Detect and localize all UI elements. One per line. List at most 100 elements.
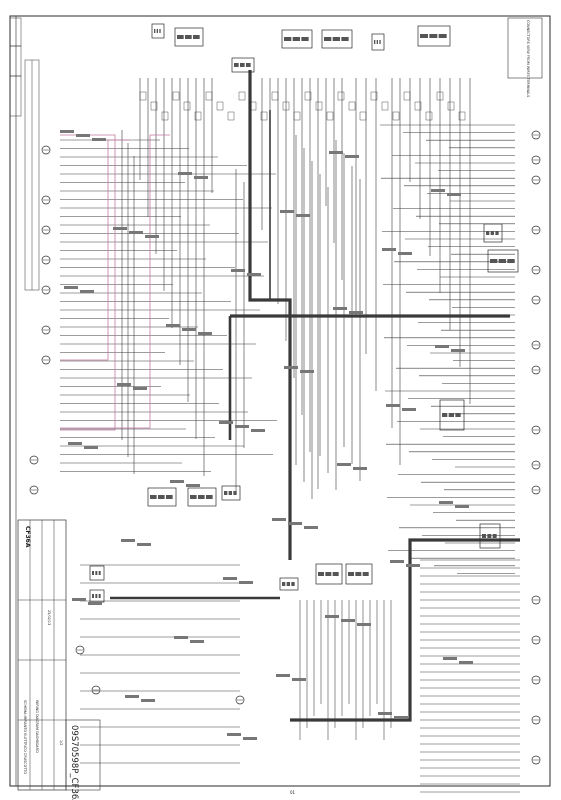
wire-label-mark (80, 290, 94, 293)
connector-pin (490, 259, 498, 263)
wire-label-mark (190, 640, 204, 643)
lamp-icon (531, 485, 541, 495)
connector (151, 23, 165, 39)
connector-pin (156, 29, 158, 33)
inline-connector (249, 101, 257, 111)
oil-icon (75, 645, 85, 655)
inline-connector (458, 111, 466, 121)
connector-pin (190, 495, 197, 499)
connector-pin (228, 491, 232, 495)
wire-label-mark (382, 248, 396, 251)
connector-pin (185, 35, 192, 39)
fuel-icon (531, 265, 541, 275)
wire-label-mark (451, 349, 465, 352)
wire-label-mark (137, 543, 151, 546)
connector-pin (486, 231, 490, 235)
connector-pin (177, 35, 184, 39)
connector-pin (233, 491, 237, 495)
connector-pin (158, 495, 165, 499)
connector-pin (98, 571, 101, 575)
signal-wires (60, 78, 520, 793)
inline-connector (326, 111, 334, 121)
inline-connector (282, 101, 290, 111)
connector-pin (154, 29, 156, 33)
wire-label-mark (357, 623, 371, 626)
title-model-code: CF36A (24, 526, 31, 548)
lamp-icon (531, 130, 541, 140)
connector (371, 33, 385, 51)
ground-bus-lines (110, 70, 520, 722)
switch-icon (531, 425, 541, 435)
connector (279, 577, 299, 591)
wire-label-mark (398, 252, 412, 255)
connector-pin (159, 29, 161, 33)
wire-label-mark (459, 661, 473, 664)
wire-label-mark (435, 345, 449, 348)
horn-icon (41, 355, 51, 365)
connector-pin (498, 259, 506, 263)
wire-label-mark (113, 227, 127, 230)
wire-label-mark (402, 408, 416, 411)
wire-label-mark (447, 193, 461, 196)
title-line-2: WIRING DIAGRAM DASHBOARD (35, 700, 39, 753)
connector-pin (495, 231, 499, 235)
wire-label-mark (337, 463, 351, 466)
connector (315, 563, 343, 585)
horn-icon (531, 365, 541, 375)
connector-pin (374, 40, 376, 44)
turn-signal-icon (531, 635, 541, 645)
pink-wire (60, 139, 130, 361)
wire-label-mark (378, 712, 392, 715)
wire-label-mark (133, 387, 147, 390)
inline-connector (260, 111, 268, 121)
drawing-number: 09S70598P_CF36A08_01 (69, 725, 79, 800)
connector-pin (95, 571, 98, 575)
warning-lamp-icon (41, 225, 51, 235)
connector-pin (348, 572, 354, 576)
connector-view-note-text: CONNECTORS VIEW FROM WIRES TERMINALS (526, 20, 530, 97)
wire-label-mark (182, 328, 196, 331)
bottom-center-mark: 01 (290, 790, 296, 795)
inline-connector (139, 91, 147, 101)
connector (221, 485, 241, 501)
connector-pin (240, 63, 245, 67)
connector (231, 57, 255, 73)
wire-label-mark (194, 176, 208, 179)
wire-label-mark (345, 155, 359, 158)
turn-signal-icon (531, 175, 541, 185)
inline-connector (436, 91, 444, 101)
connector-pin (341, 37, 349, 41)
wire-label-mark (406, 564, 420, 567)
connector-pin (379, 40, 381, 44)
title-line-1: SCHEMA IMPIANTO ELETTRICO CRUSCOTTO (23, 700, 27, 774)
inline-connector (414, 101, 422, 111)
wire-label-mark (174, 636, 188, 639)
inline-connector (348, 101, 356, 111)
connector (174, 27, 204, 47)
wire-label-mark (88, 602, 102, 605)
wire-label-mark (92, 138, 106, 141)
connector-pin (206, 495, 213, 499)
connector-pin (98, 594, 101, 598)
title-date: 25/02/13 (47, 610, 51, 625)
connector (321, 29, 353, 49)
connector-pin (442, 413, 448, 417)
connector-pin (282, 582, 286, 586)
fuel-icon (41, 255, 51, 265)
connector-pin (420, 34, 428, 38)
wire-label-mark (284, 366, 298, 369)
connector-pin (429, 34, 438, 38)
wire-label-mark (239, 581, 253, 584)
connector-pin (492, 534, 497, 538)
oil-icon (531, 340, 541, 350)
inline-connector (271, 91, 279, 101)
connector-pin (193, 35, 200, 39)
wire-label-mark (125, 695, 139, 698)
component-icons (29, 130, 541, 765)
wire-label-mark (443, 657, 457, 660)
wire-label-mark (76, 134, 90, 137)
connector (487, 249, 519, 273)
inline-connector (227, 111, 235, 121)
wire-label-mark (390, 560, 404, 563)
switch-icon (235, 695, 245, 705)
